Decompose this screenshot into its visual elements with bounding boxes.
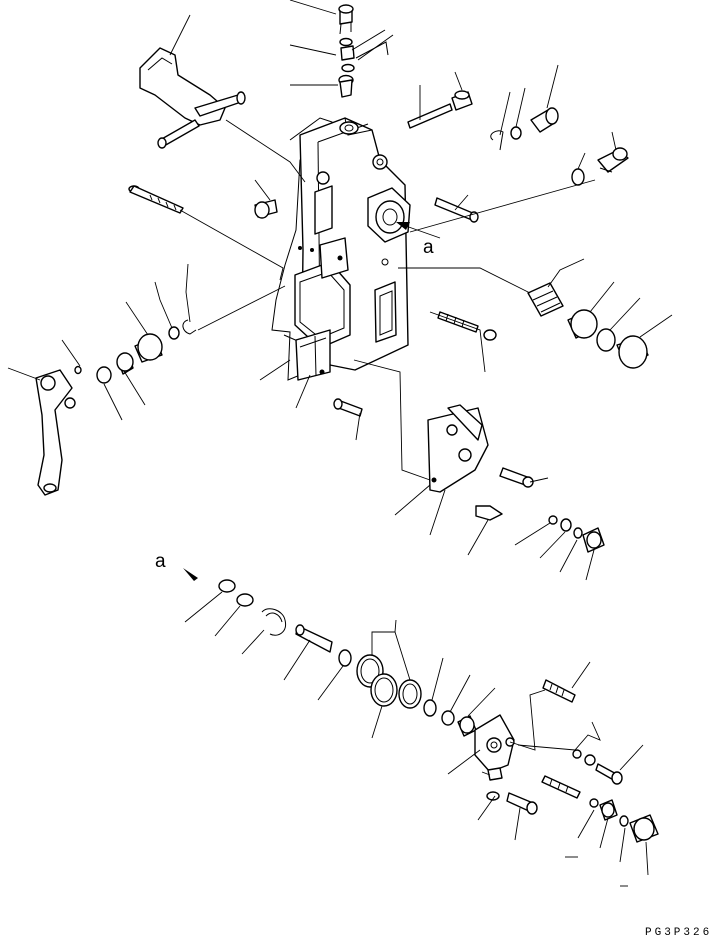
leader-lines [7,0,673,887]
housing-hardware [254,197,479,223]
governor-housing [271,117,411,381]
callout-arrow-upper [396,222,441,239]
right-plug-stack [527,282,649,369]
lower-pump-assembly [183,568,659,843]
control-lever-assembly [35,319,197,496]
long-bolt-left [128,185,184,214]
lever-bracket-assembly [139,47,246,149]
mounting-bracket [427,404,605,553]
drawing-code: PG3P326 [645,927,712,939]
callout-label-upper: a [423,237,434,258]
callout-label-lower: a [155,551,166,572]
top-bolt-stack [338,4,394,98]
upper-right-fasteners [407,90,629,186]
